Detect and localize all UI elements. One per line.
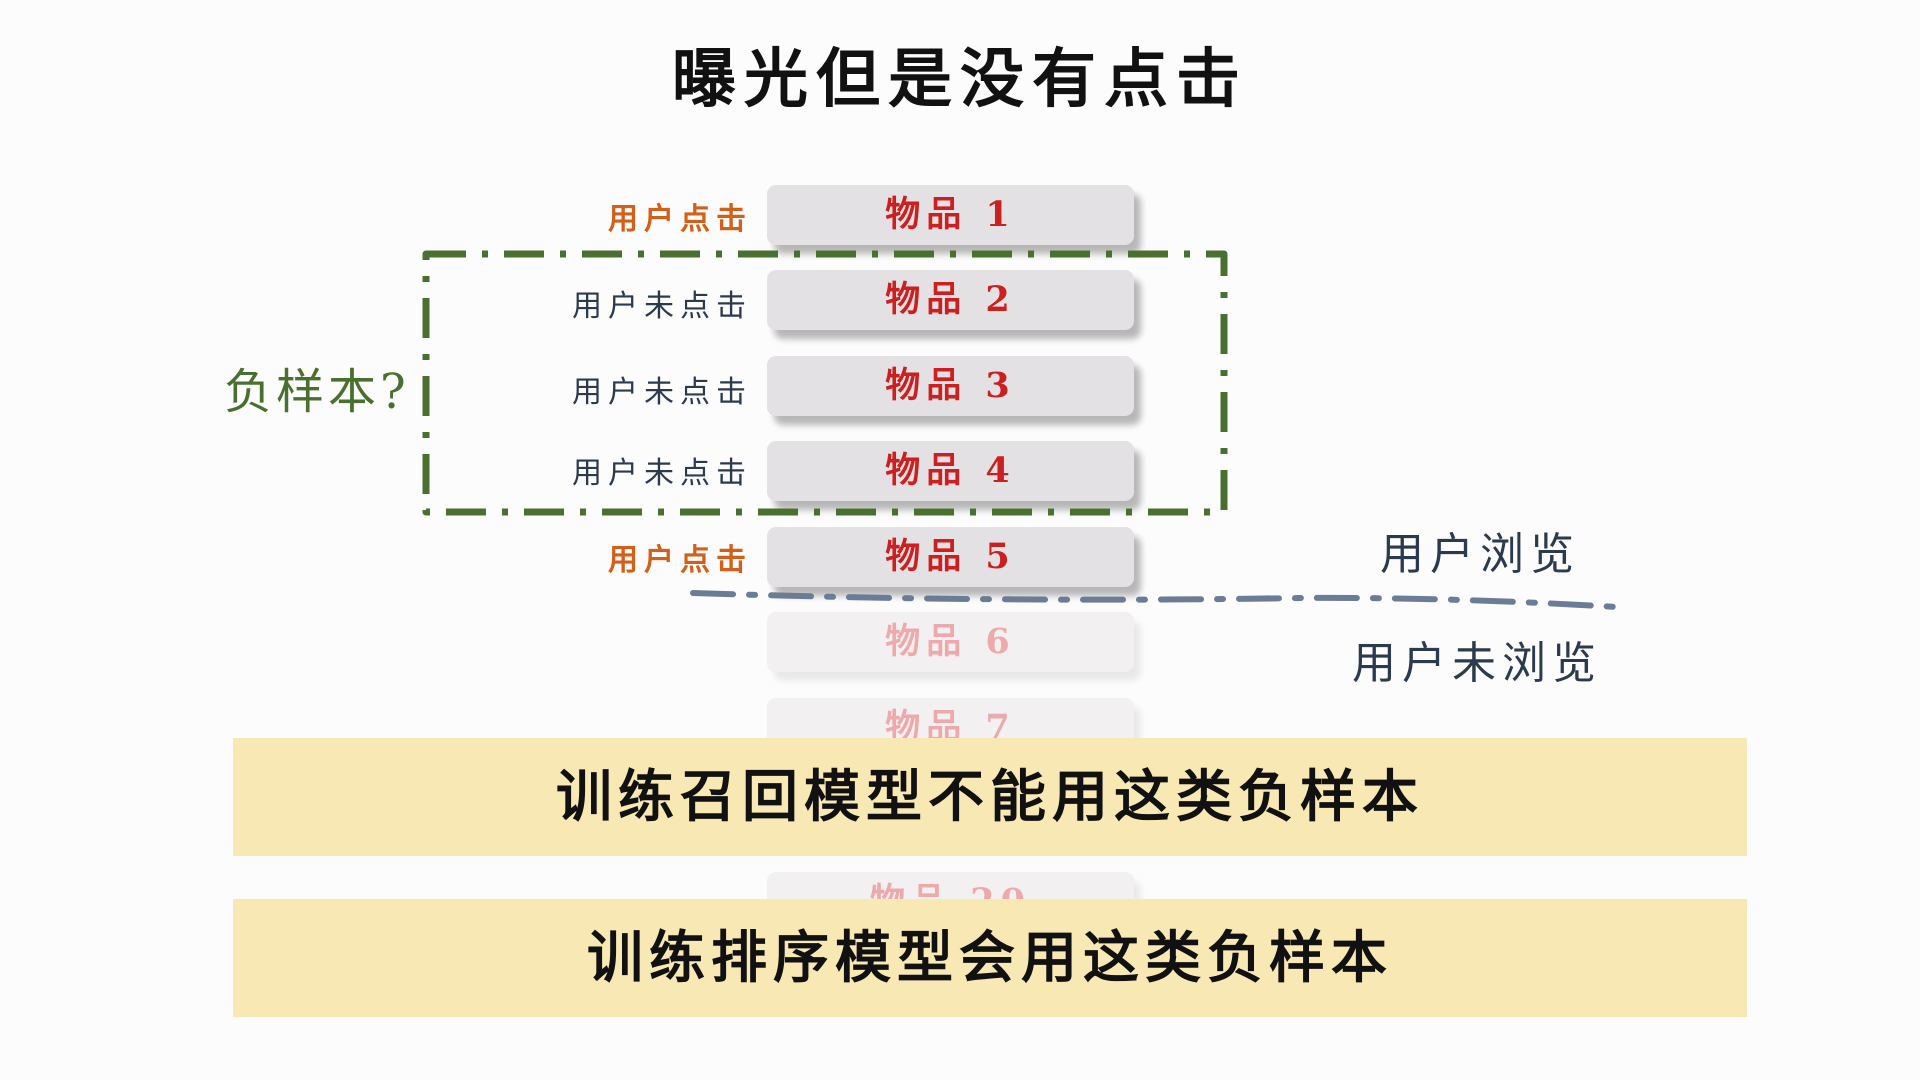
browse-divider-line [690, 590, 1620, 610]
banner-recall: 训练召回模型不能用这类负样本 [233, 738, 1747, 856]
item-card-1: 物品 1 [767, 185, 1134, 245]
negative-sample-label: 负样本? [224, 364, 410, 420]
row-label-4: 用户未点击 [572, 456, 752, 491]
item-card-4: 物品 4 [767, 441, 1134, 501]
banner-ranking: 训练排序模型会用这类负样本 [233, 899, 1747, 1017]
item-card-2: 物品 2 [767, 270, 1134, 330]
item-card-5: 物品 5 [767, 527, 1134, 587]
row-label-3: 用户未点击 [572, 375, 752, 410]
not-browsed-label: 用户未浏览 [1352, 638, 1602, 689]
item-card-6: 物品 6 [767, 612, 1134, 672]
row-label-2: 用户未点击 [572, 289, 752, 324]
row-label-5: 用户点击 [608, 543, 752, 578]
item-card-3: 物品 3 [767, 356, 1134, 416]
browsed-label: 用户浏览 [1380, 529, 1580, 580]
slide-title: 曝光但是没有点击 [672, 42, 1248, 117]
row-label-1: 用户点击 [608, 202, 752, 237]
